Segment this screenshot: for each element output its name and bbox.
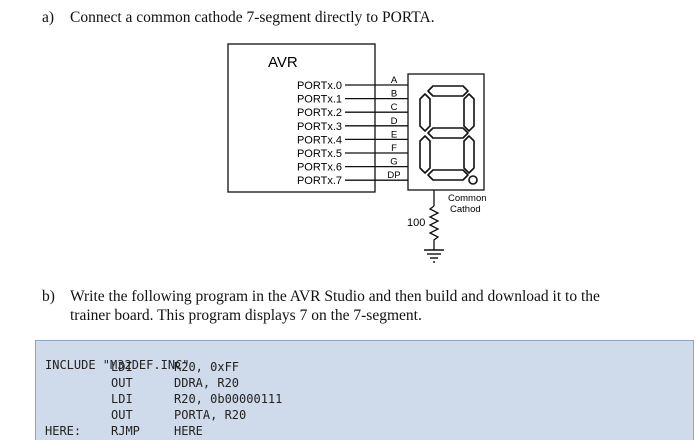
port-label: PORTx.1 <box>297 94 342 106</box>
segment-dp <box>468 175 478 185</box>
segment-e <box>419 135 431 174</box>
port-labels: PORTx.0PORTx.1PORTx.2PORTx.3PORTx.4PORTx… <box>297 80 342 187</box>
segment-letter: DP <box>387 170 400 181</box>
segment-letter: B <box>391 89 397 100</box>
segment-f <box>419 93 431 132</box>
segment-b <box>463 93 475 132</box>
segment-c <box>463 135 475 174</box>
code-opcode: OUT <box>111 376 133 390</box>
segment-letter: D <box>391 116 398 127</box>
code-listing: INCLUDE "M32DEF.INC" LDI R20, 0xFF OUT DDRA… <box>35 340 694 440</box>
port-label: PORTx.7 <box>297 175 342 187</box>
avr-chip-box <box>227 43 376 193</box>
code-include: INCLUDE "M32DEF.INC" <box>45 358 190 372</box>
code-operands: R20, 0b00000111 <box>174 392 283 406</box>
part-b-text-line2: trainer board. This program displays 7 o… <box>70 307 422 324</box>
segment-letter: G <box>390 157 397 168</box>
avr-chip-label: AVR <box>268 54 298 71</box>
part-a-instruction: a) Connect a common cathode 7-segment dir… <box>42 9 435 27</box>
code-include-line: INCLUDE "M32DEF.INC" <box>36 344 190 386</box>
part-b-label: b) <box>42 288 55 305</box>
code-operands: PORTA, R20 <box>174 408 247 422</box>
port-label: PORTx.4 <box>297 134 342 146</box>
code-operands: R20, 0xFF <box>174 360 240 374</box>
port-label: PORTx.0 <box>297 80 342 92</box>
seven-segment-digit <box>419 85 475 181</box>
segment-letter: E <box>391 129 397 140</box>
circuit-diagram: AVR PORTx.0PORTx.1PORTx.2PORTx.3PORTx.4P… <box>227 43 487 263</box>
part-a-text: Connect a common cathode 7-segment direc… <box>70 9 435 26</box>
port-label: PORTx.5 <box>297 148 342 160</box>
common-label-line2: Cathod <box>450 204 481 215</box>
part-b-instruction-line1: b) Write the following program in the AVR… <box>42 288 600 306</box>
port-label: PORTx.6 <box>297 162 342 174</box>
port-label: PORTx.3 <box>297 121 342 133</box>
resistor-symbol <box>428 205 440 250</box>
code-operands: DDRA, R20 <box>174 376 240 390</box>
segment-letter: A <box>391 75 398 86</box>
port-wires <box>345 84 408 181</box>
part-a-label: a) <box>42 9 55 26</box>
code-label: HERE: <box>45 424 82 438</box>
code-opcode: LDI <box>111 360 133 374</box>
part-b-instruction-line2: trainer board. This program displays 7 o… <box>70 307 422 325</box>
code-opcode: LDI <box>111 392 133 406</box>
common-label-line1: Common <box>448 193 487 204</box>
segment-d <box>427 169 469 181</box>
code-opcode: RJMP <box>111 424 140 438</box>
segment-a <box>427 85 469 97</box>
resistor-value: 100 <box>407 217 425 229</box>
segment-letter: C <box>391 102 398 113</box>
code-opcode: OUT <box>111 408 133 422</box>
segment-g <box>427 127 469 139</box>
port-label: PORTx.2 <box>297 107 342 119</box>
part-b-text-line1: Write the following program in the AVR S… <box>70 288 600 305</box>
code-operands: HERE <box>174 424 203 438</box>
segment-letter: F <box>391 143 397 154</box>
ground-symbol <box>424 249 444 263</box>
